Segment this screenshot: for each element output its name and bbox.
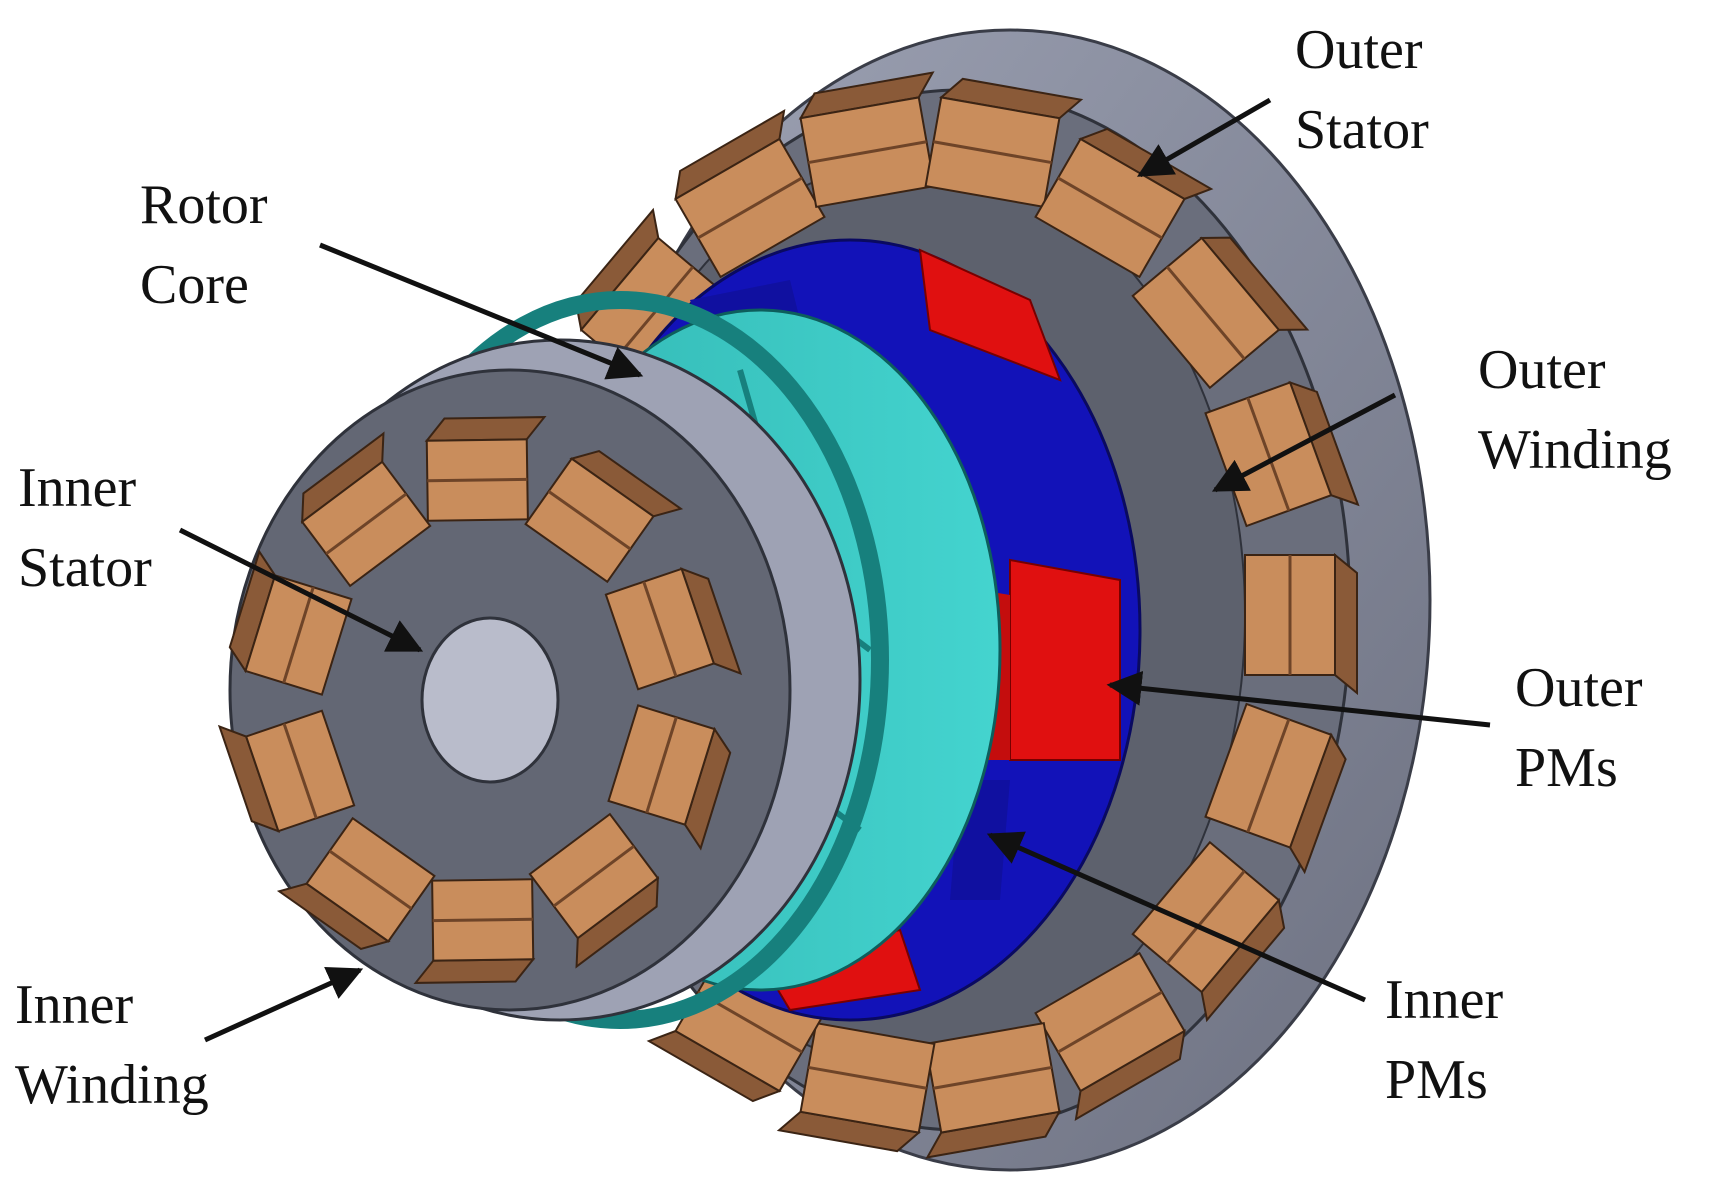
outer-winding-coil [1244, 552, 1358, 696]
label-rotor-core: Rotor Core [140, 165, 268, 325]
leader-outer-pms [1106, 670, 1491, 728]
leader-lines [178, 97, 1491, 1043]
label-line: Outer [1515, 657, 1643, 719]
shaft-hole [420, 616, 560, 784]
label-outer-winding: Outer Winding [1478, 330, 1672, 490]
outer-winding-coil [1204, 702, 1347, 875]
label-inner-pms: Inner PMs [1385, 960, 1503, 1120]
inner-winding-coil [300, 431, 432, 588]
inner-winding-coil [276, 816, 436, 950]
inner-winding-coil [424, 416, 547, 522]
label-outer-pms: Outer PMs [1515, 648, 1643, 808]
label-line: Stator [1295, 99, 1429, 161]
leader-inner-pms [986, 831, 1367, 1003]
label-outer-stator: Outer Stator [1295, 10, 1429, 170]
leader-outer-winding [1211, 392, 1397, 493]
label-line: Inner [18, 457, 137, 519]
label-line: Outer [1295, 19, 1423, 81]
outer-winding-coil [674, 109, 826, 279]
leader-inner-stator [178, 527, 424, 653]
label-line: Outer [1478, 339, 1606, 401]
label-inner-stator: Inner Stator [18, 448, 152, 608]
inner-winding-coil [217, 709, 356, 833]
inner-winding-coil [413, 878, 536, 984]
label-line: Inner [15, 974, 134, 1036]
leader-inner-winding [203, 967, 364, 1043]
label-inner-winding: Inner Winding [15, 965, 209, 1125]
label-line: Stator [18, 537, 152, 599]
label-line: PMs [1385, 1049, 1488, 1111]
label-line: Winding [1478, 419, 1672, 481]
inner-winding-coil [604, 567, 743, 691]
outer-winding-coil [1034, 951, 1186, 1121]
outer-winding-coil [924, 1021, 1062, 1159]
outer-winding-coil [798, 71, 936, 209]
outer-winding-coil [924, 77, 1084, 209]
outer-winding-coil [1131, 236, 1310, 390]
inner-winding-coil [524, 450, 684, 584]
inner-windings [217, 416, 743, 984]
label-line: Core [140, 254, 249, 316]
leader-rotor-core [319, 242, 644, 380]
label-line: Rotor [140, 174, 268, 236]
inner-winding-coil [528, 812, 660, 969]
leader-outer-stator [1136, 97, 1272, 178]
inner-winding-coil [607, 704, 732, 851]
label-line: PMs [1515, 737, 1618, 799]
label-line: Inner [1385, 969, 1504, 1031]
outer-winding-coil [1131, 840, 1286, 1023]
outer-winding-coil [776, 1021, 936, 1153]
label-line: Winding [15, 1054, 209, 1116]
